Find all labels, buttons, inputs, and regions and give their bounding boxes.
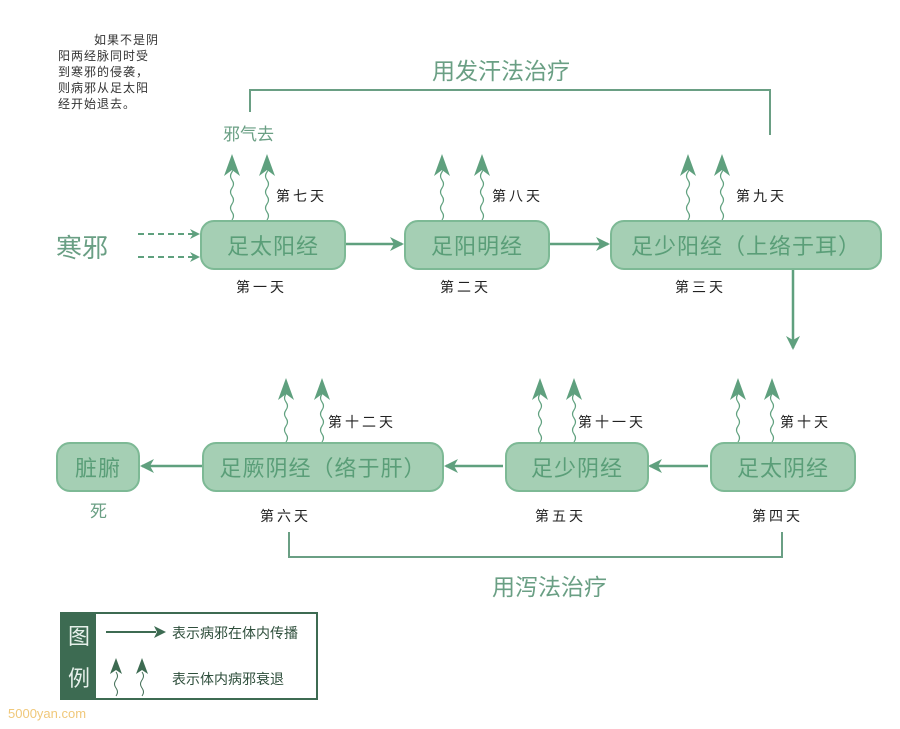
recede-wavy-arrow [224,154,240,221]
recede-wavy-arrow [680,154,696,221]
purge-treatment-bracket [288,532,783,558]
recede-wavy-arrow [730,378,746,443]
node-label: 足少阴经 [530,457,623,482]
legend-title: 图 例 [62,614,96,698]
recede-wavy-arrow [764,378,780,443]
evil-leaves-label: 邪气去 [223,125,274,145]
node-foot-yangming: 足阳明经 [404,220,550,270]
recede-wavy-arrow [714,154,730,221]
recede-wavy-arrow [566,378,582,443]
legend-title-char: 图 [67,625,90,650]
node-foot-jueyin: 足厥阴经（络于肝） [202,442,444,492]
recede-day-label: 第十一天 [578,415,646,431]
enter-day-label: 第二天 [440,280,491,296]
recede-wavy-arrow [474,154,490,221]
legend-title-char: 例 [67,667,90,692]
note-line: 阳两经脉同时受 [58,49,150,63]
note-line: 到寒邪的侵袭， [58,65,150,79]
sweat-treatment-label: 用发汗法治疗 [432,59,570,85]
wavy-up-arrows-icon [110,658,148,697]
explanatory-note: 如果不是阴 阳两经脉同时受 到寒邪的侵袭， 则病邪从足太阳 经开始退去。 [58,32,178,112]
watermark: 5000yan.com [8,706,87,721]
sweat-treatment-bracket [249,89,771,135]
enter-day-label: 第一天 [236,280,287,296]
legend-text-spread: 表示病邪在体内传播 [172,626,298,642]
node-label: 足阳明经 [430,235,523,260]
enter-day-label: 第六天 [260,509,311,525]
node-foot-shaoyin: 足少阴经 [505,442,649,492]
purge-treatment-label: 用泻法治疗 [492,575,607,601]
recede-day-label: 第八天 [492,189,543,205]
enter-day-label: 第五天 [535,509,586,525]
note-line: 经开始退去。 [58,97,137,111]
node-label: 足太阴经 [736,457,829,482]
node-zangfu: 脏腑 [56,442,140,492]
recede-wavy-arrow [259,154,275,221]
node-label: 脏腑 [74,457,121,482]
recede-day-label: 第七天 [276,189,327,205]
recede-arrows-group [224,154,780,443]
node-label: 足少阳经（上络于耳） [630,235,861,260]
recede-wavy-arrow [434,154,450,221]
note-line: 如果不是阴 [94,33,160,47]
recede-day-label: 第十天 [780,415,831,431]
recede-wavy-arrow [532,378,548,443]
recede-wavy-arrow [314,378,330,443]
cold-evil-label: 寒邪 [56,234,109,264]
legend-text-recede: 表示体内病邪衰退 [172,672,284,688]
enter-day-label: 第四天 [752,509,803,525]
node-foot-taiyang: 足太阳经 [200,220,346,270]
arrow-right-icon [106,626,166,638]
legend-box: 图 例 表示病邪在体内传播 表示体内病邪衰退 [60,612,318,700]
death-label: 死 [90,502,107,522]
node-foot-shaoyang: 足少阳经（上络于耳） [610,220,882,270]
note-line: 则病邪从足太阳 [58,81,150,95]
recede-day-label: 第九天 [736,189,787,205]
node-label: 足厥阴经（络于肝） [219,457,427,482]
enter-day-label: 第三天 [675,280,726,296]
node-foot-taiyin: 足太阴经 [710,442,856,492]
recede-wavy-arrow [278,378,294,443]
legend-icons [106,626,166,697]
node-label: 足太阳经 [226,235,319,260]
recede-day-label: 第十二天 [328,415,396,431]
